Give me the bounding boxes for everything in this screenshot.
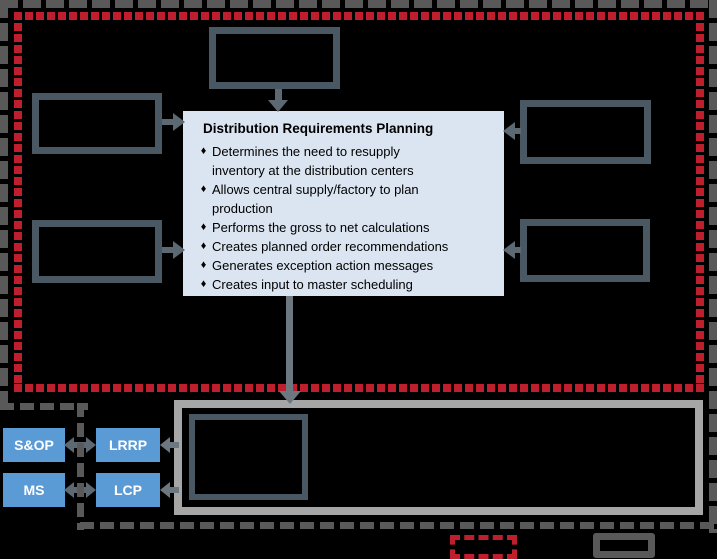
diamond-bullet-icon: ♦ <box>200 278 207 290</box>
red-dashed-border-bottom <box>14 384 704 392</box>
arrow-rightupper-to-drp-head <box>503 122 515 140</box>
bottom-inner-box <box>189 414 308 500</box>
box-lrrp: LRRP <box>96 428 160 462</box>
drp-description-box: Distribution Requirements Planning ♦ Det… <box>183 111 504 296</box>
arrow-leftlower-to-drp-shaft <box>162 247 175 253</box>
box-ms-label: MS <box>23 482 45 498</box>
drp-bullet-text: Determines the need to resupply inventor… <box>212 144 414 178</box>
drp-title: Distribution Requirements Planning <box>203 121 434 136</box>
box-sop-label: S&OP <box>14 437 54 453</box>
left-box-upper <box>32 93 162 154</box>
legend-red-dashed-swatch <box>450 535 517 559</box>
arrow-drp-to-bottom-head <box>279 391 301 404</box>
arrow-container-to-lcp-head <box>160 482 170 498</box>
arrow-ms-lcp-head-left <box>64 482 74 498</box>
drp-bullet-text: Allows central supply/factory to plan pr… <box>212 182 419 216</box>
left-box-lower <box>32 220 162 283</box>
drp-bullet-text: Generates exception action messages <box>212 258 434 273</box>
right-box-lower <box>520 219 650 282</box>
arrow-topbox-to-drp-head <box>268 100 288 112</box>
red-dashed-border-right <box>696 12 704 392</box>
box-sop: S&OP <box>3 428 65 462</box>
box-lcp-label: LCP <box>114 482 142 498</box>
drp-bullet-text: Creates planned order recommendations <box>212 239 449 254</box>
box-lcp: LCP <box>96 473 160 507</box>
boundary-dashed-vertical <box>77 403 84 530</box>
arrow-rightlower-to-drp-head <box>503 241 515 259</box>
box-ms: MS <box>3 473 65 507</box>
drp-bullet-row: ♦ Allows central supply/factory to plan … <box>195 180 498 218</box>
arrow-leftupper-to-drp-head <box>173 113 185 131</box>
right-box-upper <box>520 100 651 164</box>
boundary-dashed-bottom <box>80 522 717 529</box>
red-dashed-border-left <box>14 12 22 392</box>
legend-gray-box-swatch <box>593 533 655 558</box>
drp-bullet-text: Creates input to master scheduling <box>212 277 413 292</box>
drp-bullet-row: ♦ Performs the gross to net calculations <box>195 218 498 237</box>
arrow-sop-lrrp-head-left <box>64 437 74 453</box>
arrow-rightupper-to-drp-shaft <box>510 128 521 134</box>
drp-bullet-row: ♦ Generates exception action messages <box>195 256 498 275</box>
arrow-container-to-lrrp-head <box>160 437 170 453</box>
diamond-bullet-icon: ♦ <box>200 240 207 252</box>
arrow-drp-to-bottom-shaft <box>286 296 293 393</box>
outer-dashed-border-top <box>0 0 717 8</box>
diamond-bullet-icon: ♦ <box>200 145 207 157</box>
box-lrrp-label: LRRP <box>108 437 148 453</box>
arrow-leftupper-to-drp-shaft <box>162 119 175 125</box>
outer-dashed-border-right <box>709 0 717 533</box>
diamond-bullet-icon: ♦ <box>200 259 207 271</box>
drp-bullet-row: ♦ Creates planned order recommendations <box>195 237 498 256</box>
arrow-rightlower-to-drp-shaft <box>510 247 521 253</box>
diamond-bullet-icon: ♦ <box>200 221 207 233</box>
drp-bullet-row: ♦ Creates input to master scheduling <box>195 275 498 294</box>
diamond-bullet-icon: ♦ <box>200 183 207 195</box>
arrow-sop-lrrp-head-right <box>86 437 96 453</box>
arrow-leftlower-to-drp-head <box>173 241 185 259</box>
red-dashed-border-top <box>14 12 704 20</box>
drp-bullet-row: ♦ Determines the need to resupply invent… <box>195 142 498 180</box>
arrow-topbox-to-drp-shaft <box>275 89 282 102</box>
drp-bullet-text: Performs the gross to net calculations <box>212 220 430 235</box>
arrow-ms-lcp-head-right <box>86 482 96 498</box>
arrow-container-to-lcp-shaft <box>168 487 179 493</box>
top-box <box>209 27 340 89</box>
arrow-container-to-lrrp-shaft <box>168 442 179 448</box>
boundary-dashed-left-step <box>0 403 88 410</box>
outer-dashed-border-left <box>0 0 8 410</box>
